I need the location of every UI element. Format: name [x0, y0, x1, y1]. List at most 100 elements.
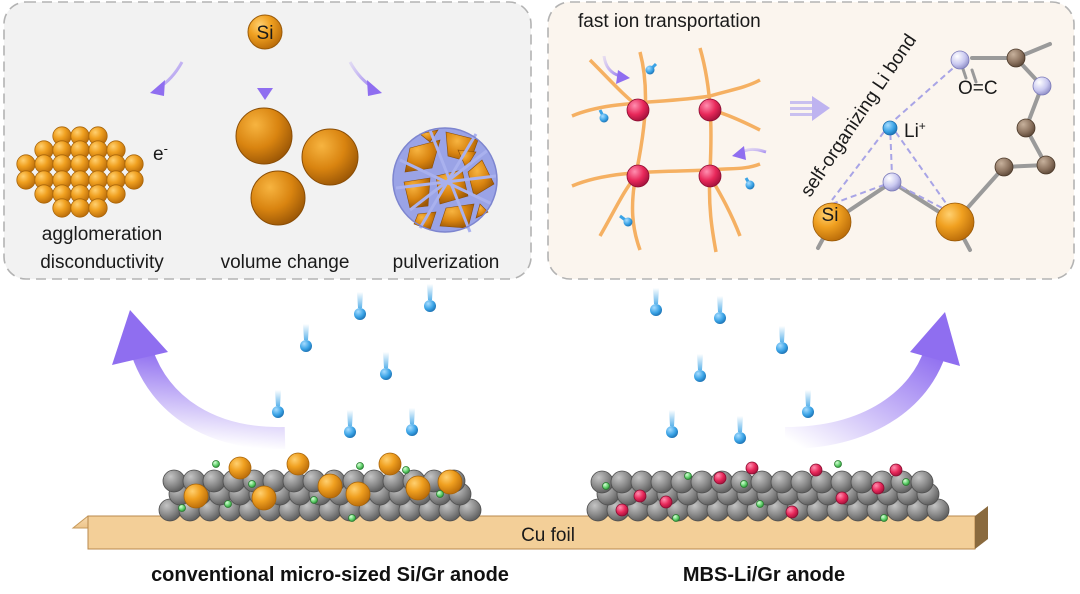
- li-ion-droplet: [424, 284, 436, 312]
- binder-particle: [633, 489, 647, 503]
- conventional-anode-caption: conventional micro-sized Si/Gr anode: [151, 564, 509, 586]
- li-ion-label: Li+: [904, 119, 926, 142]
- left-problem-panel: Si e- agglomeration disc: [3, 1, 532, 280]
- arrow-right-head-icon: [367, 80, 382, 96]
- additive-particle: [902, 478, 910, 486]
- li-ion-droplet: [776, 326, 788, 354]
- si-particle-icon: Si: [247, 14, 283, 50]
- arrow-left-head-icon: [150, 80, 165, 96]
- coordination-bond: [831, 181, 893, 205]
- additive-particle: [740, 480, 748, 488]
- binder-node: [626, 164, 650, 188]
- binder-particle: [889, 463, 903, 477]
- binder-particle: [785, 505, 799, 519]
- cu-foil-label: Cu foil: [521, 525, 575, 546]
- big-arrow-left-head-icon: [112, 310, 168, 365]
- si-microparticle: [317, 473, 343, 499]
- si-microparticle: [251, 485, 277, 511]
- additive-particle: [356, 462, 364, 470]
- binder-particle: [835, 491, 849, 505]
- binder-node: [698, 164, 722, 188]
- small-si-particle: [70, 198, 90, 218]
- si-microparticle: [228, 456, 252, 480]
- li-ion-dot: [599, 113, 609, 123]
- si-microparticle: [183, 483, 209, 509]
- binder-particle: [615, 503, 629, 517]
- graphite-particle: [590, 470, 614, 494]
- si-microparticle: [286, 452, 310, 476]
- crack-line: [418, 133, 478, 229]
- right-panel-frame: [547, 1, 1075, 280]
- carbonyl-label: O=C: [958, 78, 998, 99]
- conventional-anode-layer: [158, 452, 482, 522]
- si-label: Si: [257, 23, 274, 44]
- molecule-si-label: Si: [822, 205, 839, 226]
- ion-arrow-head-icon: [732, 146, 746, 160]
- si-fragment: [475, 203, 489, 219]
- additive-particle: [756, 500, 764, 508]
- fast-ion-label: fast ion transportation: [578, 11, 761, 32]
- network-chain: [571, 162, 761, 188]
- small-si-particle: [88, 198, 108, 218]
- pulverized-particle: [392, 127, 498, 233]
- big-arrow-right-head-icon: [910, 312, 960, 366]
- right-solution-panel: fast ion transportation self-organizing …: [547, 1, 1075, 280]
- volume-change-label: volume change: [221, 252, 350, 273]
- graphite-particle: [850, 470, 874, 494]
- li-ion-droplet: [354, 292, 366, 320]
- pulverization-label: pulverization: [393, 252, 500, 273]
- chemical-bond: [970, 68, 978, 84]
- li-ion-droplet: [694, 354, 706, 382]
- network-chain: [571, 78, 761, 118]
- small-si-particle: [52, 198, 72, 218]
- graphite-particle: [830, 470, 854, 494]
- binder-particle: [713, 471, 727, 485]
- additive-particle: [402, 466, 410, 474]
- large-si-sphere: [301, 128, 359, 186]
- small-si-particle: [106, 184, 126, 204]
- li-ion-droplet: [650, 288, 662, 316]
- li-ion-droplet: [666, 410, 678, 438]
- li-ion-droplet: [344, 410, 356, 438]
- li-ion-dot: [623, 217, 633, 227]
- carbon-atom: [994, 157, 1014, 177]
- graphite-particle: [750, 470, 774, 494]
- additive-particle: [248, 480, 256, 488]
- branch-arrows: [150, 58, 382, 100]
- coordination-bond: [889, 123, 956, 217]
- nitrogen-atom: [882, 172, 902, 192]
- graphite-particle: [910, 470, 934, 494]
- binder-particle: [659, 495, 673, 509]
- graphite-particle: [690, 470, 714, 494]
- additive-particle: [684, 472, 692, 480]
- carbon-atom: [1016, 118, 1036, 138]
- graphite-particle: [162, 469, 186, 493]
- electron-arrow: e-: [118, 141, 200, 176]
- additive-particle: [602, 482, 610, 490]
- graphite-particle: [630, 470, 654, 494]
- li-ion-droplet: [802, 390, 814, 418]
- binder-particle: [809, 463, 823, 477]
- graphite-particle: [770, 470, 794, 494]
- binder-node: [698, 98, 722, 122]
- binder-particle: [745, 461, 759, 475]
- si-microparticle: [437, 469, 463, 495]
- additive-particle: [834, 460, 842, 468]
- li-ion-droplets: [272, 284, 814, 444]
- additive-particle: [178, 504, 186, 512]
- li-ion-droplet: [272, 390, 284, 418]
- self-organizing-li-bond-molecule: [812, 42, 1056, 252]
- graphite-particle: [790, 470, 814, 494]
- carbon-atom: [1006, 48, 1026, 68]
- graphite-particle: [650, 470, 674, 494]
- additive-particle: [672, 514, 680, 522]
- li-ion-atom: [882, 120, 898, 136]
- coordination-bond: [889, 123, 893, 177]
- graphite-particle: [610, 470, 634, 494]
- binder-node: [626, 98, 650, 122]
- additive-particle: [212, 460, 220, 468]
- additive-particle: [880, 514, 888, 522]
- coordination-bond: [891, 181, 951, 213]
- pulverized-sphere-outline: [392, 127, 498, 233]
